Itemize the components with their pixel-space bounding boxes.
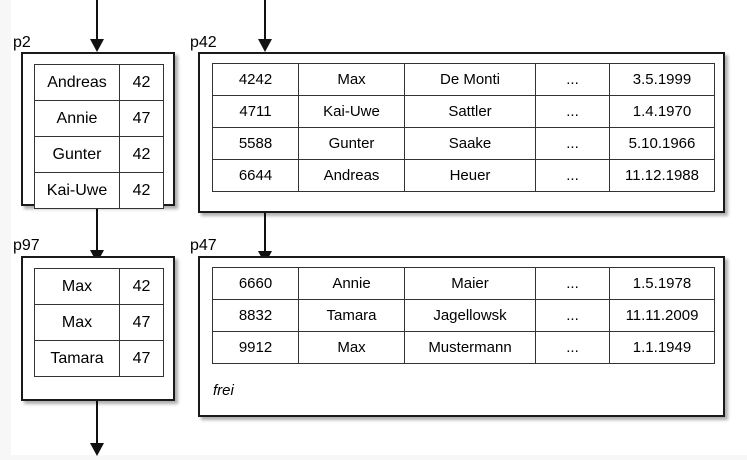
cell-pointer: 42 xyxy=(119,268,164,305)
cell-date: 5.10.1966 xyxy=(609,127,715,160)
cell-key: Andreas xyxy=(34,64,120,101)
cell-more: ... xyxy=(535,63,610,96)
cell-date: 1.5.1978 xyxy=(609,267,715,300)
cell-last-name: Sattler xyxy=(404,95,536,128)
cell-date: 1.4.1970 xyxy=(609,95,715,128)
data-table-p42: 4242 Max De Monti ... 3.5.1999 4711 Kai-… xyxy=(212,63,715,192)
page-label-p47: p47 xyxy=(190,237,217,254)
cell-key: Kai-Uwe xyxy=(34,172,120,209)
page-label-p42: p42 xyxy=(190,34,217,51)
arrow-into-p2 xyxy=(88,0,106,52)
index-table-p97: Max 42 Max 47 Tamara 47 xyxy=(34,268,164,377)
arrow-into-p42 xyxy=(256,0,274,52)
page-label-p97: p97 xyxy=(13,237,40,254)
cell-more: ... xyxy=(535,95,610,128)
table-row: Kai-Uwe 42 xyxy=(34,172,164,209)
cell-first-name: Annie xyxy=(298,267,405,300)
table-row: 6644 Andreas Heuer ... 11.12.1988 xyxy=(212,159,715,192)
page-label-p2: p2 xyxy=(13,34,31,51)
table-row: 4242 Max De Monti ... 3.5.1999 xyxy=(212,63,715,96)
free-space-label-p47: frei xyxy=(213,382,234,399)
cell-first-name: Tamara xyxy=(298,299,405,332)
table-row: 9912 Max Mustermann ... 1.1.1949 xyxy=(212,331,715,364)
cell-first-name: Kai-Uwe xyxy=(298,95,405,128)
table-row: Annie 47 xyxy=(34,100,164,137)
cell-first-name: Max xyxy=(298,63,405,96)
cell-key: Annie xyxy=(34,100,120,137)
arrow-p2-to-p97 xyxy=(88,205,106,263)
cell-id: 4242 xyxy=(212,63,299,96)
cell-key: Tamara xyxy=(34,340,120,377)
cell-pointer: 47 xyxy=(119,100,164,137)
cell-date: 3.5.1999 xyxy=(609,63,715,96)
table-row: 5588 Gunter Saake ... 5.10.1966 xyxy=(212,127,715,160)
cell-last-name: Saake xyxy=(404,127,536,160)
cell-more: ... xyxy=(535,299,610,332)
data-table-p47: 6660 Annie Maier ... 1.5.1978 8832 Tamar… xyxy=(212,267,715,364)
index-table-p2: Andreas 42 Annie 47 Gunter 42 Kai-Uwe 42 xyxy=(34,64,164,209)
cell-more: ... xyxy=(535,267,610,300)
cell-key: Max xyxy=(34,304,120,341)
cell-last-name: Maier xyxy=(404,267,536,300)
cell-id: 5588 xyxy=(212,127,299,160)
cell-last-name: Mustermann xyxy=(404,331,536,364)
cell-id: 6644 xyxy=(212,159,299,192)
cell-pointer: 42 xyxy=(119,64,164,101)
cell-id: 6660 xyxy=(212,267,299,300)
bottom-gutter xyxy=(0,455,747,460)
left-gutter xyxy=(0,0,11,460)
cell-first-name: Max xyxy=(298,331,405,364)
table-row: 6660 Annie Maier ... 1.5.1978 xyxy=(212,267,715,300)
table-row: Andreas 42 xyxy=(34,64,164,101)
table-row: Max 42 xyxy=(34,268,164,305)
table-row: 4711 Kai-Uwe Sattler ... 1.4.1970 xyxy=(212,95,715,128)
cell-first-name: Andreas xyxy=(298,159,405,192)
cell-key: Max xyxy=(34,268,120,305)
cell-pointer: 42 xyxy=(119,136,164,173)
cell-key: Gunter xyxy=(34,136,120,173)
table-row: Max 47 xyxy=(34,304,164,341)
table-row: 8832 Tamara Jagellowsk ... 11.11.2009 xyxy=(212,299,715,332)
cell-pointer: 42 xyxy=(119,172,164,209)
cell-id: 8832 xyxy=(212,299,299,332)
cell-more: ... xyxy=(535,159,610,192)
cell-first-name: Gunter xyxy=(298,127,405,160)
cell-pointer: 47 xyxy=(119,304,164,341)
cell-id: 9912 xyxy=(212,331,299,364)
cell-pointer: 47 xyxy=(119,340,164,377)
cell-last-name: Heuer xyxy=(404,159,536,192)
table-row: Tamara 47 xyxy=(34,340,164,377)
cell-date: 11.11.2009 xyxy=(609,299,715,332)
cell-date: 1.1.1949 xyxy=(609,331,715,364)
cell-last-name: Jagellowsk xyxy=(404,299,536,332)
cell-date: 11.12.1988 xyxy=(609,159,715,192)
cell-more: ... xyxy=(535,331,610,364)
cell-more: ... xyxy=(535,127,610,160)
cell-last-name: De Monti xyxy=(404,63,536,96)
table-row: Gunter 42 xyxy=(34,136,164,173)
arrow-out-of-p97 xyxy=(88,400,106,456)
cell-id: 4711 xyxy=(212,95,299,128)
